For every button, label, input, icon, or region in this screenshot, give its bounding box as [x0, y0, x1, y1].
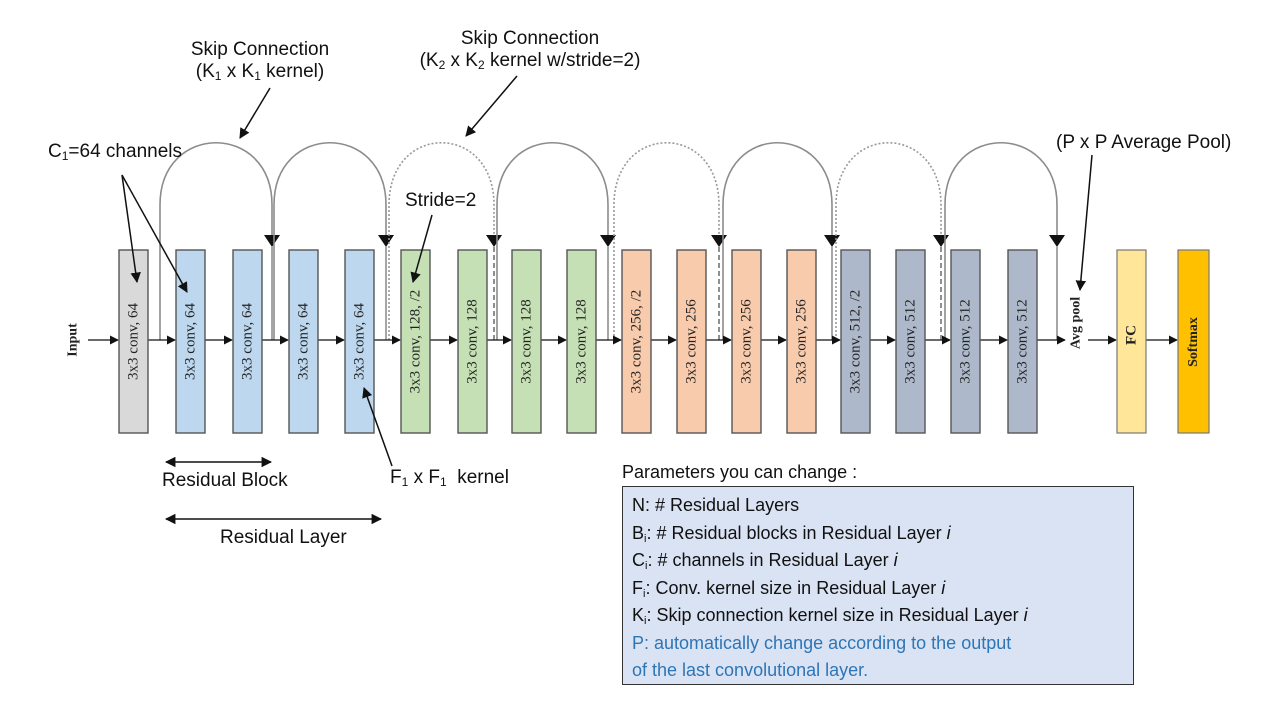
param-row-k: Ki: Skip connection kernel size in Resid…	[632, 605, 1028, 627]
conv-block-12	[731, 249, 762, 434]
residual-layer-label: Residual Layer	[220, 527, 347, 548]
conv-block-15	[895, 249, 926, 434]
layer-blocks: Input 3x3 conv, 64 3x3 conv, 64 3x3 conv, 6…	[66, 249, 1210, 434]
conv-block-label-17: 3x3 conv, 512	[1015, 299, 1031, 383]
conv-block-label-12: 3x3 conv, 256	[739, 299, 755, 384]
param-row-c: Ci: # channels in Residual Layer i	[632, 550, 898, 572]
conv-block-17	[1007, 249, 1038, 434]
param-note-line-2: of the last convolutional layer.	[632, 660, 869, 680]
skip-arch-7	[835, 142, 942, 340]
f1-kernel-label: F1 x F1 kernel	[390, 467, 509, 489]
conv-block-label-15: 3x3 conv, 512	[903, 299, 919, 383]
skip-arrowhead-1	[264, 235, 280, 247]
conv-block-label-2: 3x3 conv, 64	[183, 303, 199, 380]
skip-arrowhead-5	[711, 235, 727, 247]
stride-pointer	[410, 214, 433, 284]
stride-label: Stride=2	[405, 190, 477, 211]
skip-arch-2	[273, 142, 387, 340]
conv-block-10	[621, 249, 652, 434]
pool-pointer	[1075, 154, 1093, 292]
skip1-pointer	[239, 87, 271, 139]
skip-arch-1	[159, 142, 273, 340]
average-pool-label: (P x P Average Pool)	[1056, 132, 1232, 153]
skip-arch-5	[613, 142, 720, 340]
skip-connection-2-label: Skip Connection (K2 x K2 kernel w/stride…	[400, 28, 660, 72]
conv-block-label-16: 3x3 conv, 512	[958, 299, 974, 383]
c1-pointer-blue	[121, 174, 188, 293]
skip-arrowhead-7	[933, 235, 949, 247]
skip2-pointer	[465, 75, 518, 137]
conv-block-label-10: 3x3 conv, 256, /2	[629, 290, 645, 394]
avg-pool-label: Avg pool	[1069, 297, 1084, 349]
param-row-b: Bi: # Residual blocks in Residual Layer …	[632, 522, 951, 545]
conv-block-9	[566, 249, 597, 434]
param-row-n: N: # Residual Layers	[632, 495, 800, 515]
skip-connection-1-label: Skip Connection (K1 x K1 kernel)	[180, 39, 340, 83]
skip-arch-4	[496, 142, 609, 340]
conv-block-label-4: 3x3 conv, 64	[296, 303, 312, 380]
f1-pointer	[362, 387, 393, 467]
conv-block-16	[950, 249, 981, 434]
residual-block-label: Residual Block	[162, 470, 288, 491]
param-row-f: Fi: Conv. kernel size in Residual Layer …	[632, 577, 946, 600]
skip-arch-6	[722, 142, 833, 340]
parameters-title: Parameters you can change :	[622, 462, 858, 482]
fc-block	[1116, 249, 1147, 434]
skip-arrowhead-4	[600, 235, 616, 247]
fc-label: FC	[1124, 325, 1140, 345]
skip-connection-1-kernel: (K1 x K1 kernel)	[195, 61, 325, 83]
conv-block-label-7: 3x3 conv, 128	[465, 299, 481, 383]
softmax-block	[1177, 249, 1210, 434]
skip-connection-2-kernel: (K2 x K2 kernel w/stride=2)	[419, 50, 641, 72]
skip-connection-1-title: Skip Connection	[190, 39, 330, 60]
conv-block-label-3: 3x3 conv, 64	[240, 303, 256, 380]
parameters-box: N: # Residual Layers Bi: # Residual bloc…	[622, 486, 1134, 685]
conv-block-label-8: 3x3 conv, 128	[519, 299, 535, 383]
conv-block-11	[676, 249, 707, 434]
skip-arrowhead-2	[378, 235, 394, 247]
skip-arch-3	[388, 142, 495, 340]
conv-block-label-11: 3x3 conv, 256	[684, 299, 700, 384]
skip-arrowhead-3	[486, 235, 502, 247]
softmax-label: Softmax	[1186, 317, 1201, 367]
conv-block-label-9: 3x3 conv, 128	[574, 299, 590, 383]
conv-block-label-5: 3x3 conv, 64	[352, 303, 368, 380]
skip-arrowhead-6	[824, 235, 840, 247]
param-note-line-1: P: automatically change according to the…	[632, 632, 1012, 653]
c1-pointer-gray	[121, 174, 141, 284]
skip-connection-2-title: Skip Connection	[460, 28, 600, 49]
input-label: Input	[66, 323, 81, 357]
conv-block-8	[511, 249, 542, 434]
conv-block-label-6: 3x3 conv, 128, /2	[408, 290, 424, 394]
conv-block-7	[457, 249, 488, 434]
skip-arrowhead-8	[1049, 235, 1065, 247]
skip-arch-8	[944, 142, 1058, 340]
conv-block-4	[288, 249, 319, 434]
conv-block-14	[840, 249, 871, 434]
conv-block-label-13: 3x3 conv, 256	[794, 299, 810, 384]
conv-block-label-1: 3x3 conv, 64	[126, 303, 142, 380]
annotation-pointers	[121, 75, 1093, 525]
conv-block-13	[786, 249, 817, 434]
skip-connection-arches	[159, 142, 1065, 340]
c1-channels-label: C1=64 channels	[48, 141, 182, 163]
conv-block-3	[232, 249, 263, 434]
conv-block-label-14: 3x3 conv, 512, /2	[848, 290, 864, 394]
